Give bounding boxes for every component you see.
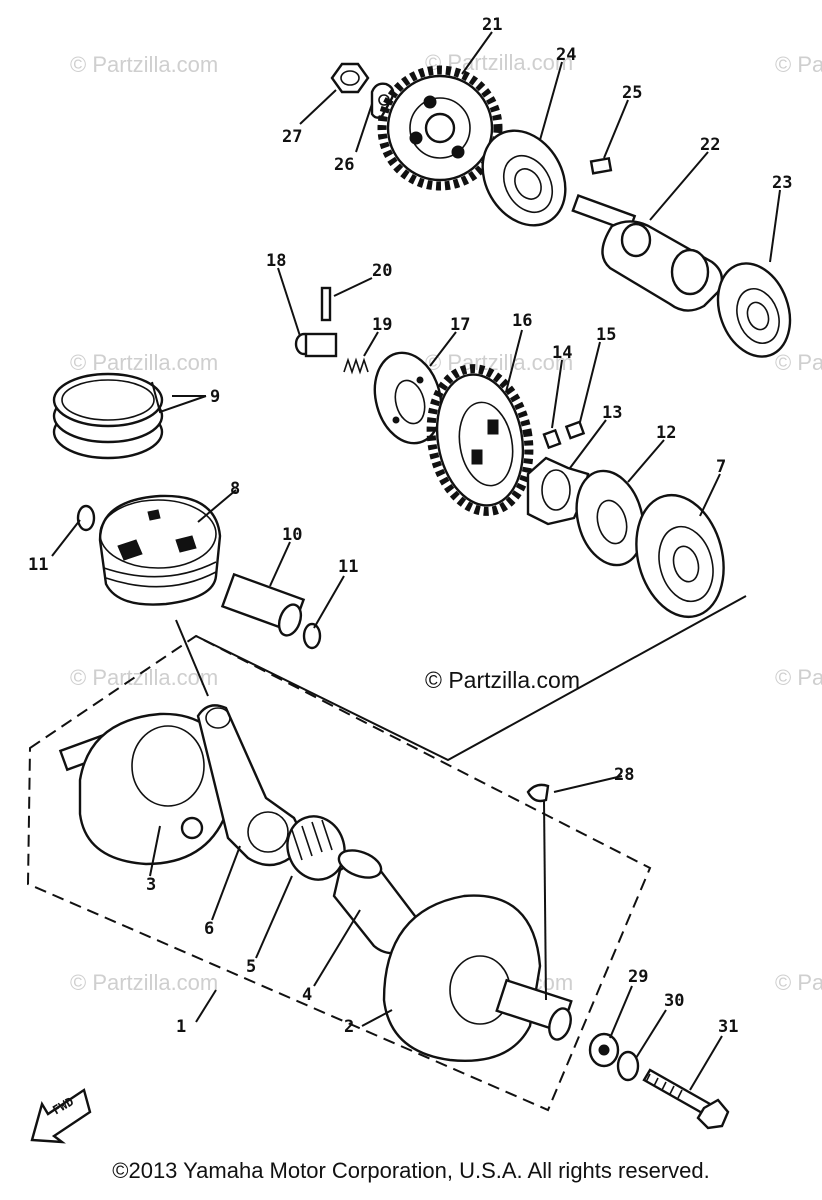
watermark: © Partzilla.com [775, 350, 822, 375]
callout-15: 15 [596, 325, 616, 345]
nut-27 [330, 62, 370, 94]
callout-7: 7 [716, 457, 726, 477]
callout-3: 3 [146, 875, 156, 895]
callout-18: 18 [266, 251, 286, 271]
callout-13: 13 [602, 403, 622, 423]
crankshaft-assembly-outline [26, 634, 652, 1112]
bearing-23 [716, 262, 792, 358]
crank-right-2 [382, 894, 573, 1062]
callout-4: 4 [302, 985, 312, 1005]
spring-14 [542, 428, 562, 450]
callout-5: 5 [246, 957, 256, 977]
watermark: © Partzilla.com [775, 970, 822, 995]
callout-17: 17 [450, 315, 470, 335]
washer-30 [616, 1050, 640, 1082]
balancer-gear-21 [377, 65, 503, 191]
washer-29 [588, 1032, 620, 1068]
callouts: 21 24 25 22 23 27 26 20 18 19 17 16 14 1… [28, 15, 792, 1037]
callout-21: 21 [482, 15, 502, 35]
callout-9: 9 [210, 387, 220, 407]
callout-22: 22 [700, 135, 720, 155]
piston-pin-10 [220, 572, 306, 637]
callout-14: 14 [552, 343, 572, 363]
clip-11-right [302, 622, 322, 650]
plate-17 [373, 351, 443, 445]
watermark: © Partzilla.com [425, 350, 573, 375]
needle-bearing-5 [286, 815, 346, 881]
watermark: © Partzilla.com [70, 350, 218, 375]
callout-6: 6 [204, 919, 214, 939]
callout-23: 23 [772, 173, 792, 193]
watermark: © Partzilla.com [775, 665, 822, 690]
watermark: © Partzilla.com [70, 970, 218, 995]
watermark: © Partzilla.com [70, 52, 218, 77]
callout-11-left: 11 [28, 555, 48, 575]
callout-10: 10 [282, 525, 302, 545]
center-watermark: © Partzilla.com [425, 667, 580, 693]
callout-25: 25 [622, 83, 642, 103]
piston-8 [98, 494, 222, 606]
bearing-24 [481, 129, 567, 227]
callout-2: 2 [344, 1017, 354, 1037]
key-25 [589, 156, 613, 175]
bearing-7 [635, 493, 725, 619]
fwd-arrow-icon: FWD [30, 1088, 92, 1144]
clip-11-left [76, 504, 96, 532]
copyright-footer: ©2013 Yamaha Motor Corporation, U.S.A. A… [112, 1158, 710, 1183]
pin-20 [320, 286, 332, 322]
crank-left-3 [58, 712, 238, 866]
watermark: © Partzilla.com [775, 52, 822, 77]
plate-12 [575, 469, 645, 567]
callout-8: 8 [230, 479, 240, 499]
key-28 [526, 783, 550, 803]
callout-12: 12 [656, 423, 676, 443]
callout-30: 30 [664, 991, 684, 1011]
callout-1: 1 [176, 1017, 186, 1037]
bolt-31 [642, 1068, 730, 1130]
callout-20: 20 [372, 261, 392, 281]
callout-29: 29 [628, 967, 648, 987]
callout-19: 19 [372, 315, 392, 335]
primary-drive-gear-16 [426, 364, 534, 516]
key-28-leader [543, 799, 547, 1001]
watermark: © Partzilla.com [70, 665, 218, 690]
callout-31: 31 [718, 1017, 738, 1037]
callout-11-right: 11 [338, 557, 358, 577]
leader-lines [51, 31, 781, 1091]
callout-24: 24 [556, 45, 576, 65]
callout-16: 16 [512, 311, 532, 331]
balancer-shaft-22 [571, 194, 724, 312]
pin-15 [564, 420, 586, 440]
callout-28: 28 [614, 765, 634, 785]
callout-27: 27 [282, 127, 302, 147]
spring-19 [343, 357, 369, 375]
plate-pin-18 [294, 332, 338, 358]
bearing-7-leader-frame [195, 595, 747, 762]
callout-26: 26 [334, 155, 354, 175]
piston-rings-9 [52, 372, 164, 460]
